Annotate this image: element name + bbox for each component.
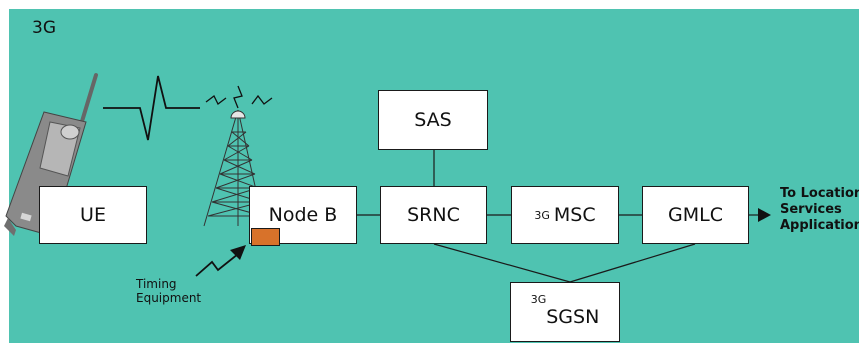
sas-label: SAS xyxy=(414,109,452,131)
ue-label: UE xyxy=(80,204,106,226)
sas-box: SAS xyxy=(378,90,488,150)
radio-wave-icon xyxy=(103,75,200,141)
timing-arrow-icon xyxy=(195,245,246,277)
antenna-tower-icon xyxy=(203,85,273,227)
sgsn-prefix: 3G xyxy=(530,293,547,306)
destination-line1: To Location xyxy=(780,186,859,201)
msc-prefix: 3G xyxy=(534,208,550,222)
timing-label-line1: Timing xyxy=(136,277,177,291)
ue-box: UE xyxy=(39,186,147,244)
diagram-title: 3G xyxy=(32,18,56,38)
srnc-label: SRNC xyxy=(407,204,460,226)
gmlc-label: GMLC xyxy=(668,204,723,226)
sgsn-label: SGSN xyxy=(546,306,600,328)
destination-line3: Application xyxy=(780,218,859,233)
msc-label: MSC xyxy=(553,204,596,226)
destination-label: To Location Services Application xyxy=(780,186,859,234)
gmlc-box: GMLC xyxy=(642,186,749,244)
connector-lines xyxy=(356,150,758,283)
handset-icon xyxy=(4,73,98,237)
arrow-head xyxy=(758,208,771,222)
node-b-label: Node B xyxy=(268,204,338,226)
srnc-box: SRNC xyxy=(380,186,487,244)
timing-equipment-block xyxy=(251,228,280,246)
msc-box: 3G MSC xyxy=(511,186,619,244)
sgsn-box: 3G SGSN xyxy=(510,282,620,342)
timing-equipment-label: Timing Equipment xyxy=(136,277,201,305)
timing-label-line2: Equipment xyxy=(136,291,202,305)
destination-line2: Services xyxy=(780,202,842,217)
